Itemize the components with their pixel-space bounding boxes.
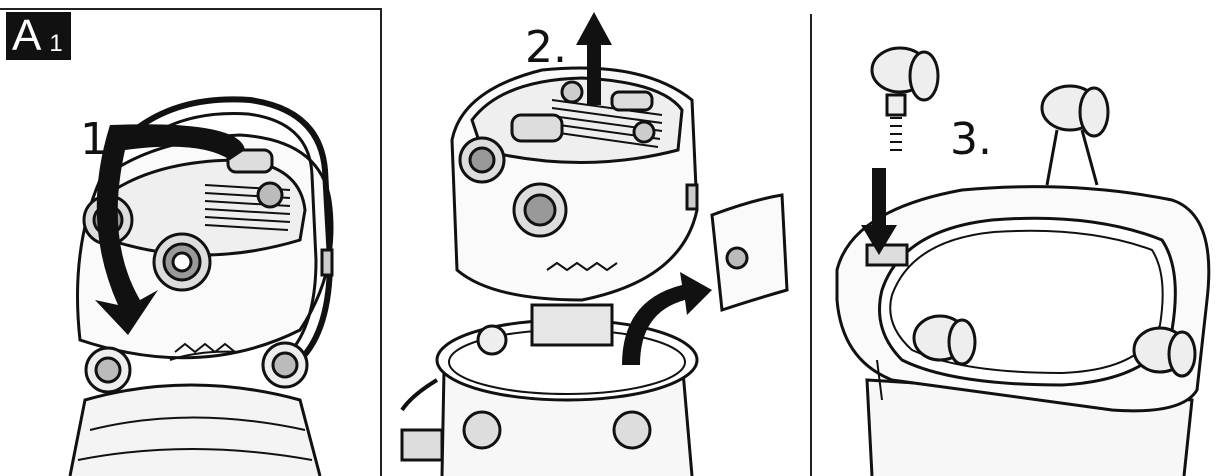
caster-loose (870, 46, 940, 117)
panel-2 (382, 0, 810, 476)
panel-divider-2 (810, 14, 812, 476)
panel-top-border-1 (0, 8, 380, 10)
panel-1 (0, 0, 380, 476)
vacuum-head-lock-illustration (68, 96, 334, 476)
figure-badge: A 1 (6, 12, 71, 60)
lift-head-insert-filter-illustration (400, 12, 789, 476)
badge-number: 1 (49, 30, 63, 57)
insert-casters-illustration (835, 46, 1211, 476)
step-label-1: 1. (80, 114, 122, 165)
panel-divider-1 (380, 8, 382, 476)
step-label-3: 3. (950, 114, 992, 165)
badge-letter: A (12, 11, 42, 60)
step-label-2: 2. (525, 22, 567, 73)
panel-3 (812, 0, 1220, 476)
